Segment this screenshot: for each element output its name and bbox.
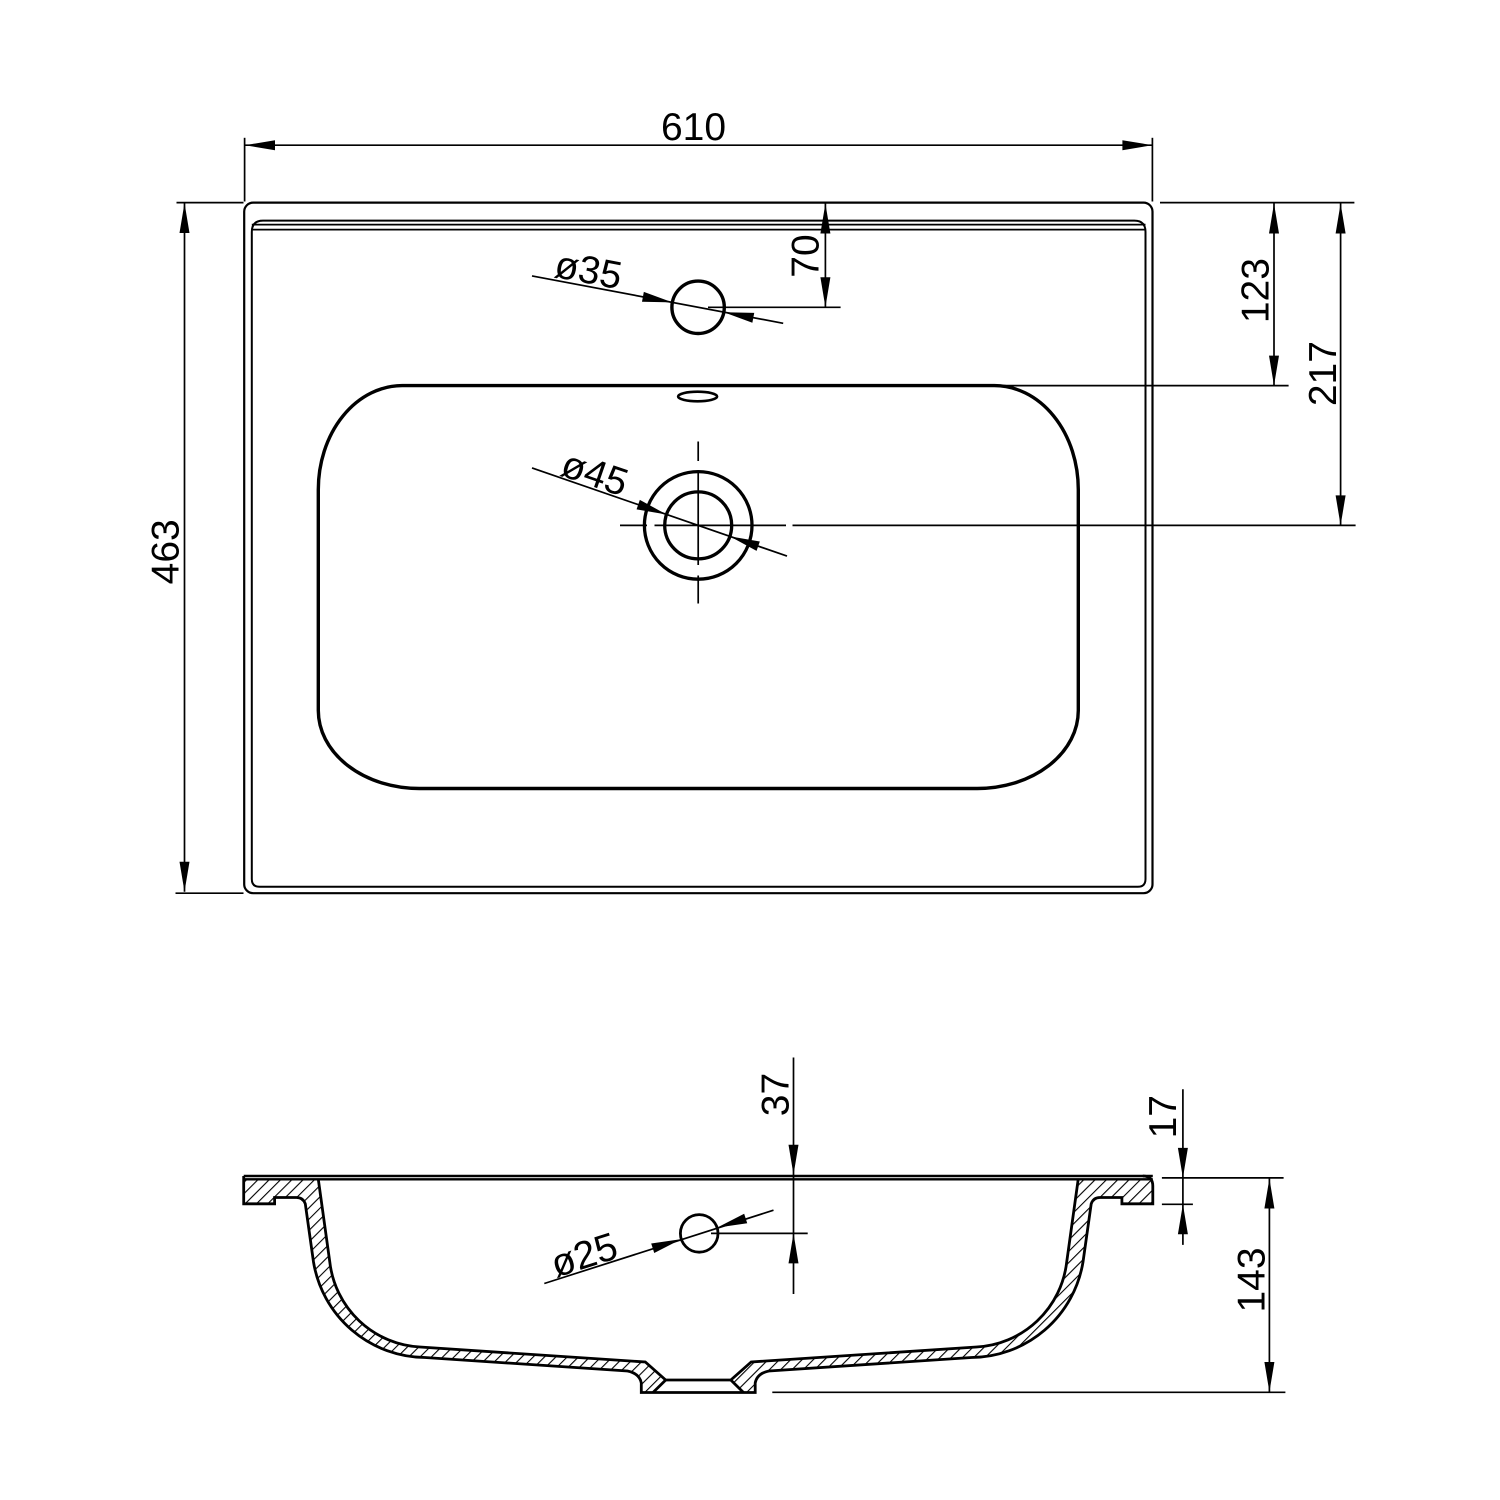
svg-text:217: 217 — [1302, 341, 1345, 406]
svg-text:123: 123 — [1235, 258, 1278, 323]
svg-text:143: 143 — [1231, 1247, 1274, 1312]
svg-text:610: 610 — [661, 106, 726, 149]
svg-text:37: 37 — [755, 1073, 798, 1116]
svg-text:70: 70 — [785, 234, 828, 277]
svg-text:463: 463 — [145, 519, 188, 584]
svg-text:17: 17 — [1142, 1095, 1185, 1138]
